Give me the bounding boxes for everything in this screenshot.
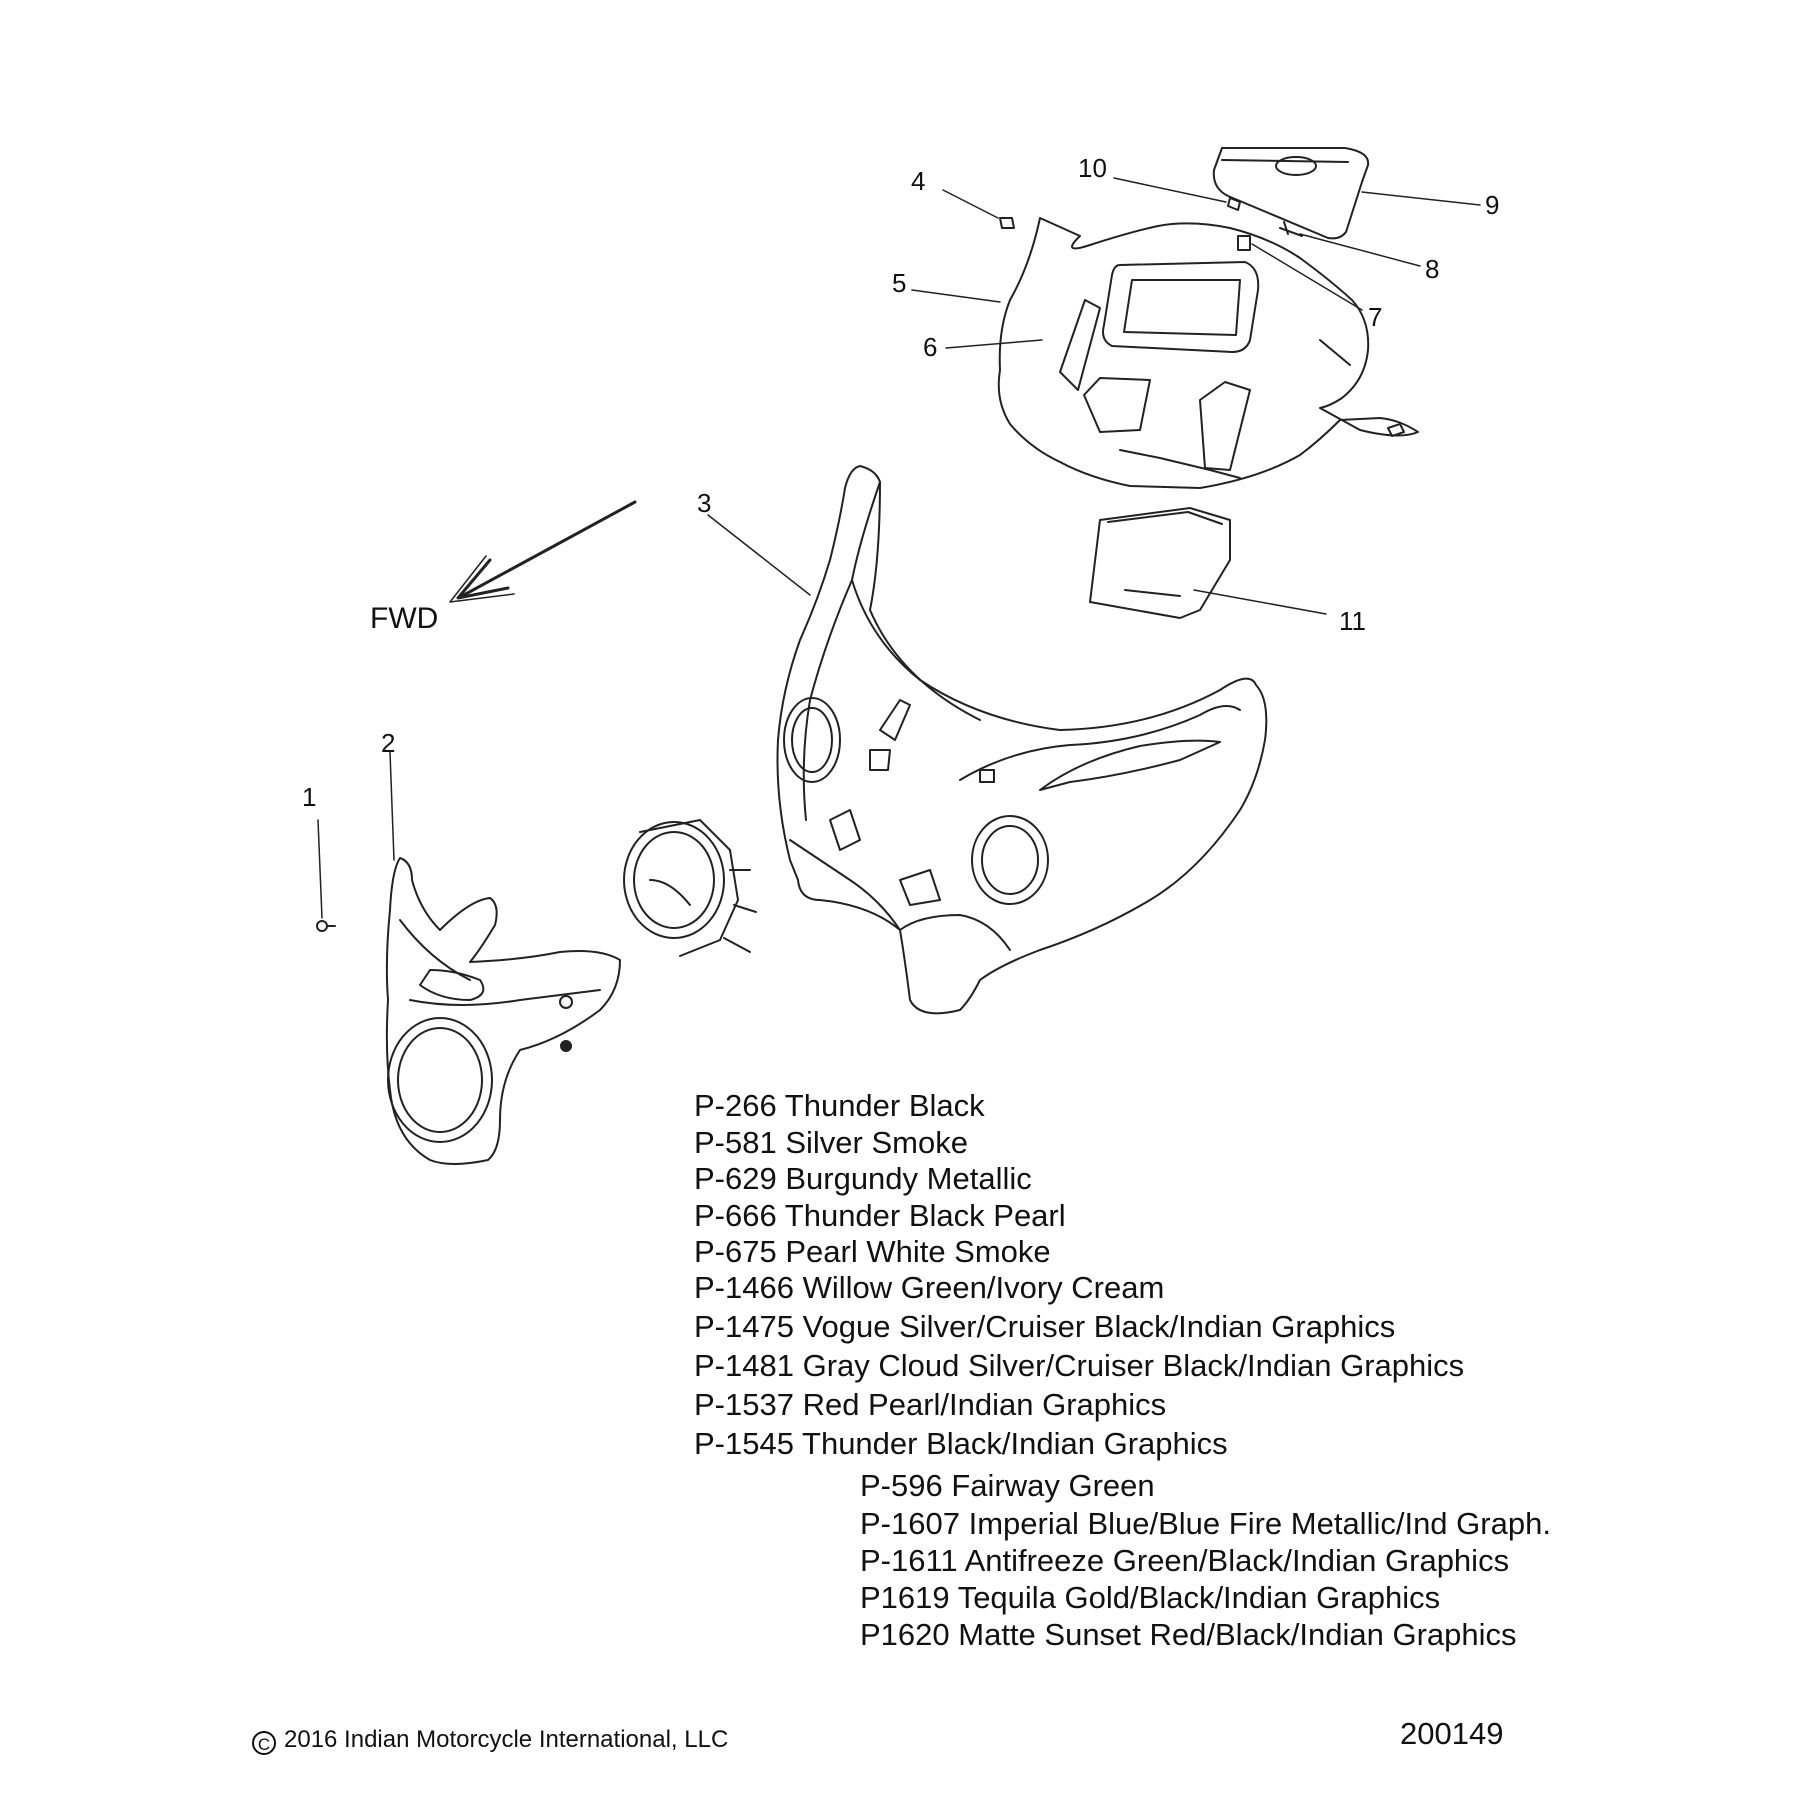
paint-code-item: P-1475 Vogue Silver/Cruiser Black/Indian… [694, 1309, 1396, 1344]
paint-code-item: P-1611 Antifreeze Green/Black/Indian Gra… [860, 1543, 1510, 1578]
paint-code-item: P-1466 Willow Green/Ivory Cream [694, 1270, 1165, 1305]
callout-10: 10 [1078, 153, 1107, 183]
part-9-lid [1212, 147, 1370, 240]
paint-code-item: P-675 Pearl White Smoke [694, 1234, 1051, 1269]
document-number: 200149 [1400, 1716, 1504, 1751]
part-2-headlight-nacelle [385, 857, 621, 1165]
callout-5: 5 [892, 268, 907, 298]
headlight-bracket [623, 819, 757, 957]
part-11-storage-box [1089, 507, 1231, 619]
part-8-screw [1279, 221, 1303, 237]
part-1-screw [316, 920, 336, 932]
paint-code-item: P-1537 Red Pearl/Indian Graphics [694, 1387, 1167, 1422]
callout-2: 2 [381, 728, 396, 758]
part-7-clip [1237, 235, 1251, 251]
paint-code-item: P1620 Matte Sunset Red/Black/Indian Grap… [860, 1617, 1517, 1652]
callout-4: 4 [911, 166, 926, 196]
paint-code-item: P-1481 Gray Cloud Silver/Cruiser Black/I… [694, 1348, 1465, 1383]
paint-code-item: P-1607 Imperial Blue/Blue Fire Metallic/… [860, 1506, 1551, 1541]
part-4-nut [999, 217, 1015, 229]
forward-arrow-icon [449, 500, 637, 603]
direction-label: FWD [370, 602, 439, 635]
copyright-icon: C [252, 1731, 276, 1755]
part-10-fastener [1227, 197, 1241, 211]
callout-6: 6 [923, 332, 938, 362]
leader-lines [317, 177, 1481, 919]
copyright-notice: C 2016 Indian Motorcycle International, L… [252, 1726, 728, 1755]
paint-code-item: P-666 Thunder Black Pearl [694, 1198, 1066, 1233]
paint-code-item: P1619 Tequila Gold/Black/Indian Graphics [860, 1580, 1441, 1615]
paint-code-item: P-1545 Thunder Black/Indian Graphics [694, 1426, 1228, 1461]
callout-7: 7 [1368, 302, 1383, 332]
callout-9: 9 [1485, 190, 1500, 220]
callout-3: 3 [697, 488, 712, 518]
part-3-outer-fairing [776, 465, 1268, 1015]
paint-code-item: P-581 Silver Smoke [694, 1125, 968, 1160]
paint-code-item: P-596 Fairway Green [860, 1468, 1155, 1503]
paint-code-item: P-629 Burgundy Metallic [694, 1161, 1032, 1196]
paint-code-item: P-266 Thunder Black [694, 1088, 985, 1123]
part-5-inner-fairing [997, 217, 1419, 489]
callout-11: 11 [1339, 606, 1366, 636]
copyright-text: 2016 Indian Motorcycle International, LL… [284, 1726, 729, 1753]
callout-8: 8 [1425, 254, 1440, 284]
callout-1: 1 [302, 782, 317, 812]
